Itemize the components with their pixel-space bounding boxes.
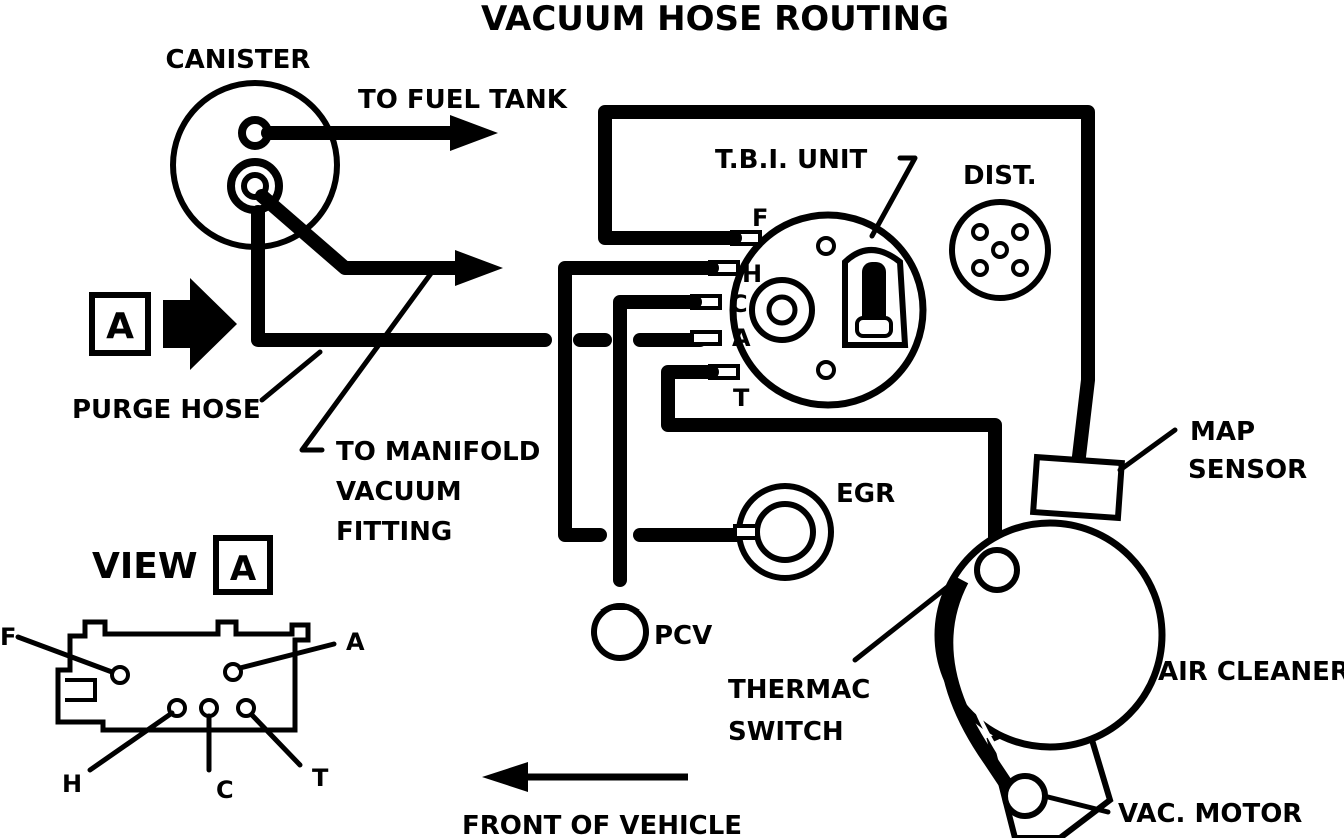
- to-manifold-label-3: FITTING: [336, 517, 452, 547]
- port-t-label: T: [733, 384, 750, 412]
- egr-label: EGR: [836, 479, 895, 509]
- tbi-unit-label: T.B.I. UNIT: [715, 145, 868, 175]
- distributor: [949, 199, 1051, 301]
- to-manifold-label-1: TO MANIFOLD: [336, 437, 540, 467]
- manifold-vacuum-arrow: [255, 189, 503, 286]
- to-manifold-label-2: VACUUM: [336, 477, 462, 507]
- inset-c-label: C: [216, 776, 234, 804]
- inset-a-label: A: [346, 628, 365, 656]
- thermac-label-2: SWITCH: [728, 717, 844, 747]
- f-port-hose: [598, 105, 1095, 472]
- egr-valve: [733, 483, 834, 581]
- to-fuel-tank-label: TO FUEL TANK: [358, 85, 568, 115]
- view-a-box: [213, 535, 273, 595]
- purge-hose-label: PURGE HOSE: [72, 395, 261, 425]
- map-label-1: MAP: [1190, 417, 1255, 447]
- map-label-2: SENSOR: [1188, 455, 1307, 485]
- port-a-label: A: [732, 324, 751, 352]
- c-port-hose: [613, 295, 702, 587]
- canister-label: CANISTER: [166, 45, 311, 75]
- front-of-vehicle-arrow: [482, 762, 688, 792]
- svg-text:A: A: [106, 306, 134, 347]
- dist-label: DIST.: [963, 161, 1037, 191]
- air-cleaner: [934, 453, 1166, 838]
- to-fuel-tank-arrow: [261, 115, 498, 151]
- pcv-valve: [591, 603, 649, 661]
- thermac-label-1: THERMAC: [728, 675, 870, 705]
- port-f-label: F: [752, 204, 768, 232]
- h-port-hose: [558, 261, 719, 542]
- air-cleaner-label: AIR CLEANER: [1158, 657, 1344, 687]
- inset-t-label: T: [312, 764, 329, 792]
- pcv-label: PCV: [654, 621, 712, 651]
- t-port-hose: [661, 365, 1002, 567]
- diagram-title: VACUUM HOSE ROUTING: [481, 0, 949, 39]
- inset-h-label: H: [62, 770, 82, 798]
- front-of-vehicle-label: FRONT OF VEHICLE: [462, 811, 742, 838]
- tbi-unit: [690, 211, 927, 409]
- svg-text:A: A: [230, 549, 257, 589]
- port-c-label: C: [730, 290, 748, 318]
- view-a-inset: [15, 619, 337, 773]
- view-a-marker: A: [89, 278, 237, 370]
- view-a-label: VIEW: [92, 546, 198, 587]
- port-h-label: H: [742, 260, 762, 288]
- inset-f-label: F: [0, 623, 16, 651]
- vac-motor-label: VAC. MOTOR: [1118, 799, 1302, 829]
